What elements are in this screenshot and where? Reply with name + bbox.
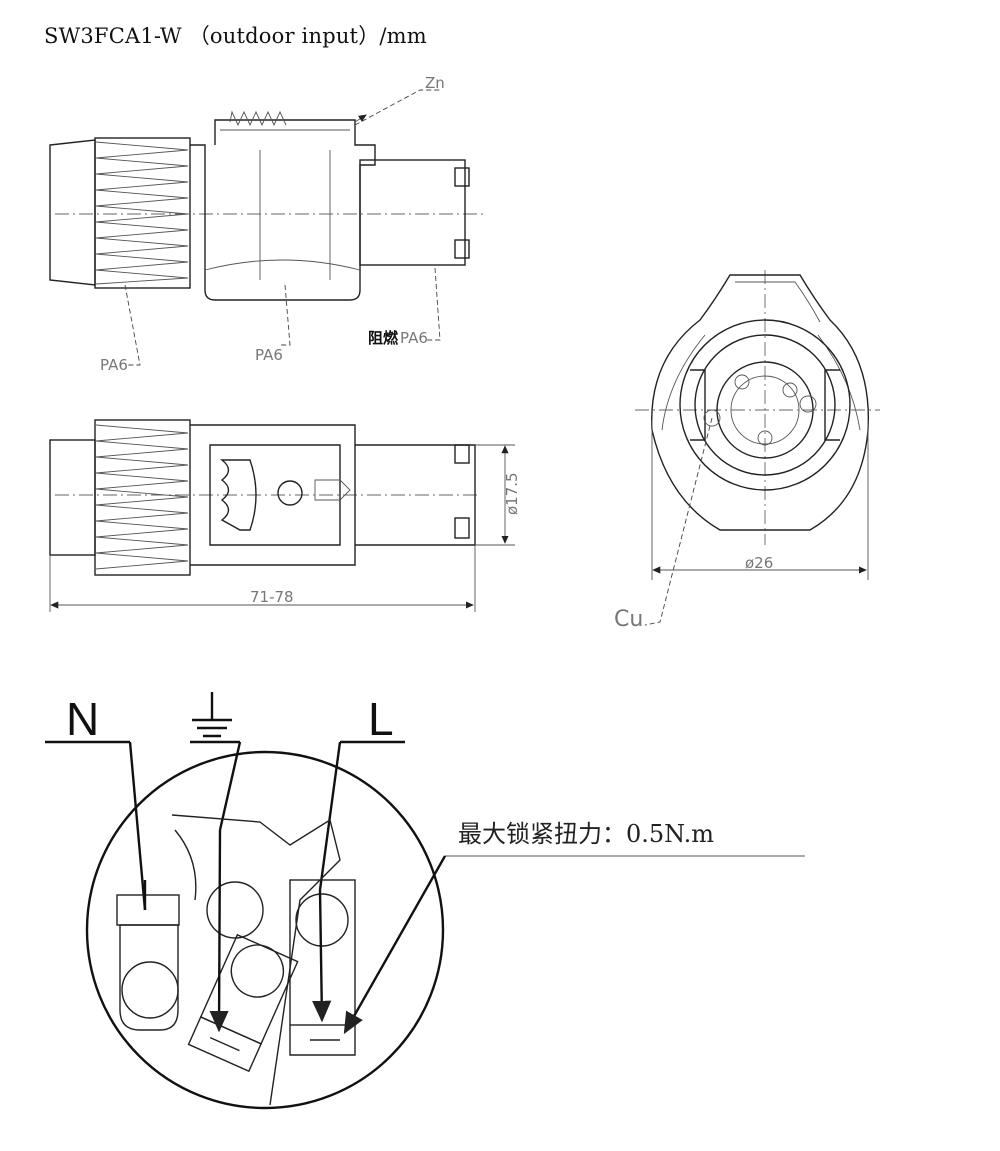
torque-note: 最大锁紧扭力：0.5N.m [458, 820, 714, 848]
side-view-bottom [49, 419, 515, 612]
material-label-zn: Zn [425, 74, 445, 92]
terminal-label-neutral: N [66, 693, 99, 745]
dimension-diameter-large: ø26 [745, 554, 773, 572]
terminal-label-line: L [368, 693, 394, 745]
ground-icon [192, 692, 232, 738]
flame-retardant-label: 阻燃 [368, 329, 399, 347]
knurl-pattern [95, 141, 189, 285]
material-label-pa6-mid: PA6 [255, 346, 283, 364]
dimension-length: 71-78 [250, 588, 294, 606]
material-label-pa6-right: PA6 [400, 329, 428, 347]
side-view-top [49, 89, 485, 366]
page-title: SW3FCA1-W （outdoor input）/mm [44, 24, 427, 48]
wiring-detail [45, 740, 805, 1110]
dimension-diameter-small: ø17.5 [503, 472, 521, 515]
material-label-cu: Cu [614, 607, 643, 632]
front-view [635, 270, 880, 626]
material-label-pa6-left: PA6 [100, 356, 128, 374]
